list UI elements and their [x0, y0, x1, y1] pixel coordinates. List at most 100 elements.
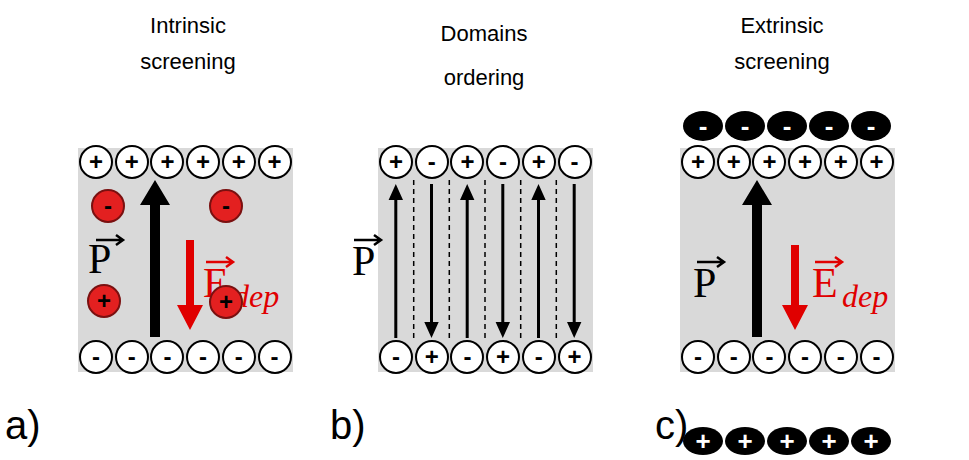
charge-sign: + — [762, 150, 776, 174]
charge-sign: - — [783, 113, 792, 139]
charge-sign: - — [92, 345, 100, 369]
charge-sign: + — [779, 428, 794, 454]
polarized-film: P+-+-+--+-+-+ — [378, 148, 593, 372]
charge-sign: + — [460, 150, 474, 174]
panel-heading: Domains ordering — [419, 12, 549, 100]
charge-sign: + — [821, 428, 836, 454]
surface-charge: + — [558, 340, 592, 374]
panel-heading: Extrinsic screening — [707, 8, 857, 80]
charge-sign: + — [389, 150, 403, 174]
charge-sign: + — [232, 150, 246, 174]
surface-charge: + — [824, 145, 858, 179]
charge-sign: - — [392, 345, 400, 369]
charge-sign: - — [428, 150, 436, 174]
charge-sign: - — [199, 345, 207, 369]
charge-sign: + — [97, 289, 111, 313]
surface-charge: - — [115, 340, 149, 374]
surface-charge: - — [186, 340, 220, 374]
charge-sign: + — [219, 290, 233, 314]
charge-sign: - — [741, 113, 750, 139]
surface-charge: + — [186, 145, 220, 179]
charge-sign: + — [532, 150, 546, 174]
screening-charge: + — [209, 285, 243, 319]
surface-charge: + — [222, 145, 256, 179]
external-charge: - — [767, 111, 807, 141]
charge-sign: - — [730, 345, 738, 369]
surface-charge: - — [522, 340, 556, 374]
external-charge: - — [851, 111, 891, 141]
charge-sign: - — [765, 345, 773, 369]
surface-charge: + — [450, 145, 484, 179]
polarized-film: PEdep++++++--++------ — [78, 148, 293, 372]
charge-sign: - — [271, 345, 279, 369]
panel-letter: a) — [5, 403, 65, 447]
surface-charge: - — [558, 145, 592, 179]
surface-charge: - — [379, 340, 413, 374]
charge-sign: + — [834, 150, 848, 174]
surface-charge: - — [752, 340, 786, 374]
surface-charge: + — [415, 340, 449, 374]
charge-sign: + — [737, 428, 752, 454]
surface-charge: - — [150, 340, 184, 374]
external-charge: - — [809, 111, 849, 141]
external-charge: - — [683, 111, 723, 141]
charge-sign: + — [869, 150, 883, 174]
charge-sign: - — [535, 345, 543, 369]
charge-sign: + — [567, 345, 581, 369]
screening-charge: - — [91, 189, 125, 223]
external-charge: + — [683, 427, 723, 455]
charge-sign: - — [222, 194, 230, 218]
charge-sign: + — [425, 345, 439, 369]
charge-sign: - — [867, 113, 876, 139]
charge-sign: - — [699, 113, 708, 139]
field-symbol: E — [812, 262, 838, 304]
polarization-symbol: P — [352, 240, 375, 282]
charge-sign: + — [496, 345, 510, 369]
field-subscript: dep — [842, 280, 888, 312]
charge-sign: + — [727, 150, 741, 174]
charge-sign: + — [89, 150, 103, 174]
charge-sign: + — [798, 150, 812, 174]
panel-heading: Intrinsic screening — [113, 8, 263, 80]
surface-charge: - — [788, 340, 822, 374]
charge-sign: + — [267, 150, 281, 174]
surface-charge: + — [115, 145, 149, 179]
surface-charge: - — [258, 340, 292, 374]
external-charge: + — [809, 427, 849, 455]
surface-charge: - — [681, 340, 715, 374]
surface-charge: + — [860, 145, 894, 179]
charge-sign: - — [104, 194, 112, 218]
charge-sign: - — [837, 345, 845, 369]
charge-sign: + — [691, 150, 705, 174]
surface-charge: + — [717, 145, 751, 179]
charge-sign: - — [128, 345, 136, 369]
charge-sign: - — [694, 345, 702, 369]
external-charge: + — [767, 427, 807, 455]
external-charge: + — [851, 427, 891, 455]
surface-charge: + — [150, 145, 184, 179]
charge-sign: + — [160, 150, 174, 174]
surface-charge: - — [415, 145, 449, 179]
surface-charge: - — [717, 340, 751, 374]
surface-charge: + — [788, 145, 822, 179]
surface-charge: - — [824, 340, 858, 374]
charge-sign: + — [863, 428, 878, 454]
charge-sign: - — [163, 345, 171, 369]
surface-charge: - — [450, 340, 484, 374]
external-charge: + — [725, 427, 765, 455]
surface-charge: + — [79, 145, 113, 179]
surface-charge: + — [522, 145, 556, 179]
charge-sign: + — [196, 150, 210, 174]
polarized-film: PEdep++++++------ — [680, 148, 895, 372]
surface-charge: + — [379, 145, 413, 179]
charge-sign: + — [695, 428, 710, 454]
charge-sign: - — [825, 113, 834, 139]
surface-charge: + — [681, 145, 715, 179]
surface-charge: - — [486, 145, 520, 179]
polarization-symbol: P — [88, 238, 111, 280]
surface-charge: + — [486, 340, 520, 374]
surface-charge: + — [258, 145, 292, 179]
charge-sign: - — [873, 345, 881, 369]
screening-charge: + — [87, 284, 121, 318]
charge-sign: - — [801, 345, 809, 369]
